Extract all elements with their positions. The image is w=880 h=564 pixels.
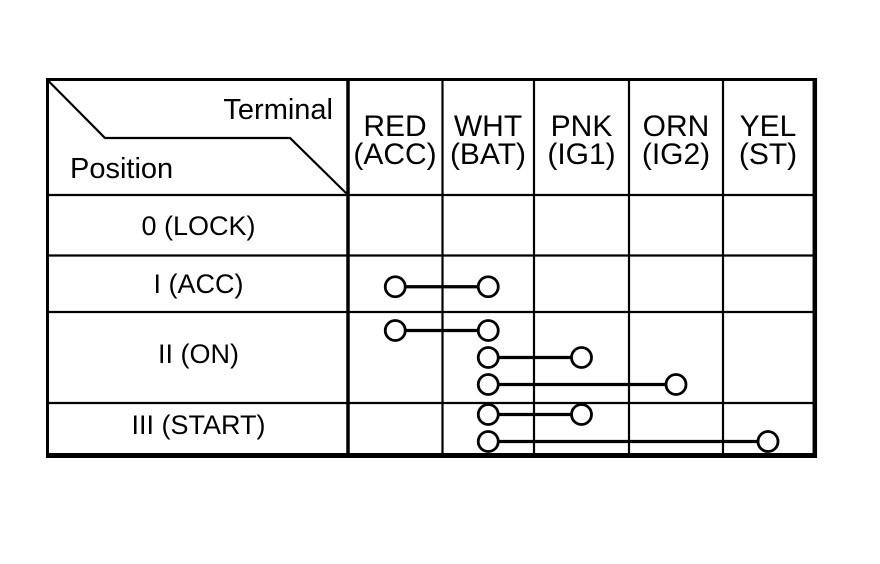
column-header-yel-st: YEL (ST) bbox=[723, 110, 813, 171]
column-header-pnk-ig1: PNK (IG1) bbox=[534, 110, 629, 171]
contact-circle bbox=[476, 319, 500, 342]
contact-circle bbox=[756, 430, 780, 453]
column-header-red-acc: RED (ACC) bbox=[348, 110, 442, 171]
column-header-orn-ig2: ORN (IG2) bbox=[629, 110, 723, 171]
contact-circle bbox=[383, 319, 407, 342]
terminal-label: (BAT) bbox=[449, 138, 527, 171]
contact-circle bbox=[476, 403, 500, 426]
terminal-label: (IG2) bbox=[641, 138, 711, 171]
corner-position-label: Position bbox=[70, 153, 174, 185]
wire-label: WHT bbox=[453, 110, 523, 143]
header-diagonal-divider bbox=[46, 78, 349, 196]
terminal-label: (ST) bbox=[738, 138, 798, 171]
row-label-i-acc: I (ACC) bbox=[153, 269, 244, 299]
terminal-label: (ACC) bbox=[353, 138, 437, 171]
contact-circle bbox=[664, 373, 688, 396]
row-label-0-lock: 0 (LOCK) bbox=[141, 210, 256, 241]
contact-circle bbox=[570, 346, 593, 369]
contact-circle bbox=[476, 373, 500, 396]
contact-circle bbox=[383, 275, 407, 299]
wire-label: YEL bbox=[739, 110, 797, 143]
row-label-ii-on: II (ON) bbox=[158, 339, 239, 369]
contact-circle bbox=[476, 346, 500, 369]
contact-circle bbox=[476, 430, 500, 453]
contact-circle bbox=[476, 275, 500, 299]
terminal-label: (IG1) bbox=[547, 138, 616, 171]
wire-label: RED bbox=[363, 110, 427, 143]
wire-label: PNK bbox=[550, 110, 613, 143]
contact-circle bbox=[570, 403, 593, 426]
row-label-iii-start: III (START) bbox=[131, 409, 266, 440]
wire-label: ORN bbox=[642, 110, 710, 143]
corner-terminal-label: Terminal bbox=[223, 94, 333, 126]
column-header-wht-bat: WHT (BAT) bbox=[442, 110, 534, 171]
